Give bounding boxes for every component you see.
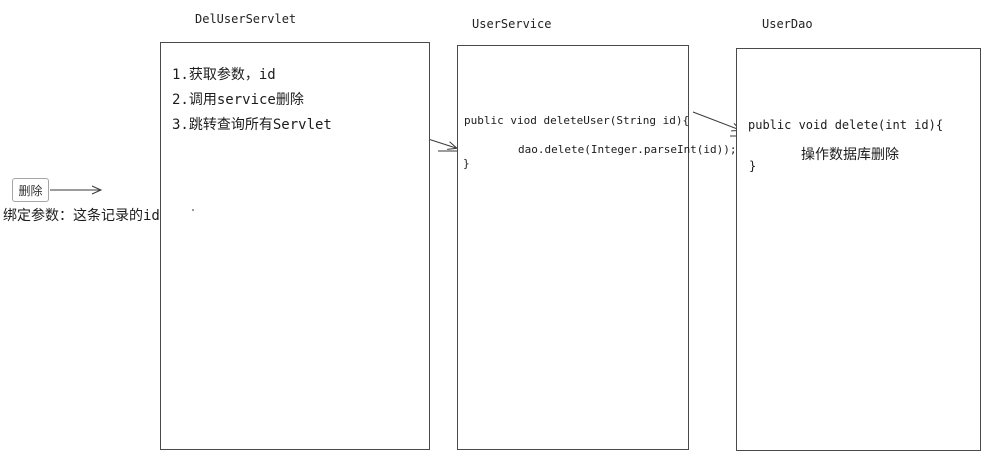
delete-button[interactable]: 删除 — [12, 178, 49, 202]
userservice-box — [457, 45, 689, 450]
servlet-step-2: 2.调用service删除 — [172, 92, 304, 108]
bind-parameter-note: 绑定参数：这条记录的id — [3, 208, 160, 224]
deluserservlet-box — [160, 42, 430, 450]
column-title-deluserservlet: DelUserServlet — [195, 12, 297, 26]
servlet-step-1: 1.获取参数，id — [172, 67, 276, 83]
stray-dot — [192, 209, 194, 211]
service-code-close: } — [463, 157, 470, 170]
service-code-body: dao.delete(Integer.parseInt(id)); — [518, 143, 737, 156]
servlet-step-3: 3.跳转查询所有Servlet — [172, 117, 332, 133]
column-title-userdao: UserDao — [762, 17, 813, 31]
service-code-signature: public viod deleteUser(String id){ — [464, 114, 690, 127]
dao-code-signature: public void delete(int id){ — [748, 118, 944, 132]
column-title-userservice: UserService — [472, 17, 552, 31]
dao-code-close: } — [749, 159, 757, 173]
dao-code-body: 操作数据库删除 — [801, 147, 899, 163]
userdao-box — [736, 48, 981, 451]
